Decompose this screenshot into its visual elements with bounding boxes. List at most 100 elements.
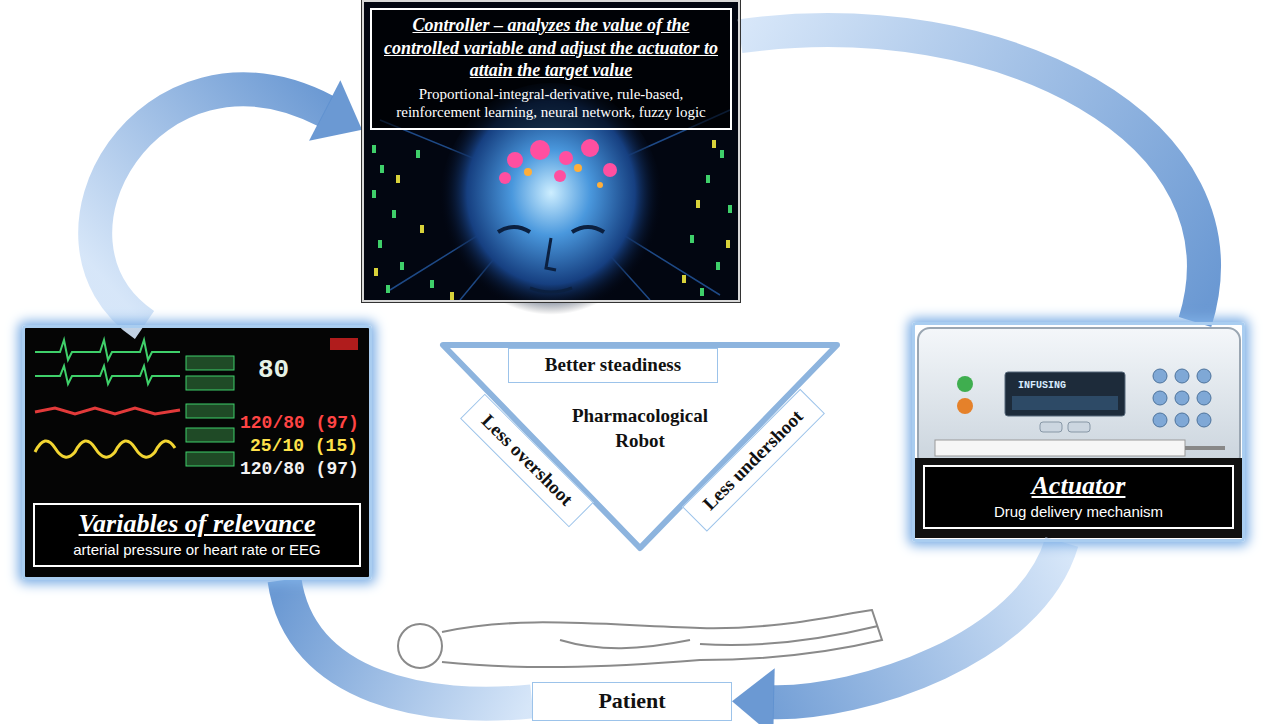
monitor-artwork bbox=[186, 428, 234, 442]
patient-figure bbox=[398, 624, 442, 668]
pump-artwork bbox=[1153, 369, 1211, 427]
pump-artwork bbox=[1068, 422, 1090, 432]
controller-artwork bbox=[400, 262, 404, 270]
panel-heading: Actuator bbox=[931, 470, 1226, 501]
controller-artwork bbox=[597, 182, 603, 188]
controller-artwork bbox=[374, 140, 730, 300]
controller-artwork bbox=[700, 288, 704, 296]
controller-artwork bbox=[716, 262, 720, 270]
pump-artwork bbox=[1197, 369, 1211, 383]
arrow-head bbox=[732, 668, 775, 724]
monitor-reading: 120/80 (97) bbox=[240, 414, 359, 434]
arrow-band bbox=[740, 30, 1204, 322]
monitor-reading: 25/10 (15) bbox=[250, 437, 358, 457]
controller-artwork bbox=[530, 140, 550, 160]
controller-artwork bbox=[372, 145, 732, 296]
controller-artwork bbox=[499, 172, 511, 184]
controller-artwork bbox=[499, 139, 617, 184]
pump-artwork bbox=[1175, 391, 1189, 405]
monitor-artwork bbox=[186, 356, 234, 370]
controller-artwork bbox=[372, 145, 376, 153]
flow-arrow bbox=[285, 580, 533, 704]
controller-artwork bbox=[706, 175, 710, 183]
monitor-artwork bbox=[35, 366, 180, 384]
controller-artwork bbox=[603, 163, 617, 177]
controller-artwork bbox=[524, 168, 532, 176]
flow-arrow bbox=[740, 30, 1204, 322]
caption-panel: ActuatorDrug delivery mechanism bbox=[923, 465, 1234, 529]
controller-artwork bbox=[380, 165, 384, 173]
pump-artwork bbox=[1175, 369, 1189, 383]
controller-artwork bbox=[416, 150, 420, 158]
monitor-reading: 120/80 (97) bbox=[240, 460, 359, 480]
monitor-artwork bbox=[186, 404, 234, 418]
controller-artwork bbox=[386, 285, 390, 293]
triangle-outline bbox=[443, 345, 837, 548]
monitor-artwork bbox=[186, 376, 234, 390]
pump-artwork bbox=[1005, 372, 1125, 416]
pump-artwork bbox=[935, 440, 1185, 456]
pump-artwork bbox=[915, 458, 1242, 538]
robot-label: Pharmacological Robot bbox=[550, 404, 730, 453]
pump-artwork bbox=[1153, 413, 1167, 427]
controller-artwork bbox=[378, 240, 382, 248]
goal-label: Better steadiness bbox=[525, 353, 701, 378]
patient-label: Patient bbox=[541, 687, 723, 716]
monitor-reading: 80 bbox=[258, 356, 289, 385]
monitor-artwork bbox=[330, 338, 358, 350]
pump-artwork bbox=[1040, 422, 1062, 432]
controller-artwork bbox=[362, 0, 740, 327]
controller-artwork bbox=[572, 227, 604, 232]
controller-artwork bbox=[430, 280, 434, 288]
controller-artwork bbox=[690, 235, 694, 243]
monitor-artwork bbox=[25, 328, 369, 577]
heading-panel: Controller – analyzes the value of the c… bbox=[370, 8, 732, 130]
controller-artwork bbox=[728, 205, 732, 213]
pump-artwork bbox=[918, 328, 1240, 468]
controller-artwork bbox=[450, 292, 454, 300]
patient-figure bbox=[442, 610, 882, 667]
arrow-band bbox=[285, 580, 533, 704]
panel-description: arterial pressure or heart rate or EEG bbox=[41, 540, 353, 560]
controller-methods: Proportional-integral-derivative, rule-b… bbox=[380, 85, 722, 123]
pump-artwork bbox=[1153, 369, 1167, 383]
pump-artwork bbox=[1175, 413, 1189, 427]
monitor-artwork bbox=[25, 328, 369, 577]
controller-artwork bbox=[726, 240, 730, 248]
controller-box: Controller – analyzes the value of the c… bbox=[362, 0, 740, 302]
pump-artwork bbox=[1185, 446, 1225, 450]
controller-artwork bbox=[396, 175, 400, 183]
arrow-band bbox=[95, 89, 325, 325]
panel-heading: Variables of relevance bbox=[41, 508, 353, 539]
pump-panel: ActuatorDrug delivery mechanism bbox=[912, 322, 1245, 542]
robot-triangle: Pharmacological RobotBetter steadinessLe… bbox=[440, 340, 840, 552]
monitor-artwork bbox=[186, 452, 234, 466]
controller-artwork bbox=[559, 151, 573, 165]
controller-artwork bbox=[392, 210, 396, 218]
flow-arrow bbox=[95, 80, 362, 325]
controller-artwork bbox=[712, 140, 716, 148]
arrow-band bbox=[773, 542, 1062, 702]
caption-panel: Variables of relevancearterial pressure … bbox=[33, 503, 361, 567]
controller-artwork bbox=[530, 288, 572, 292]
controller-artwork bbox=[507, 152, 523, 168]
arrow-head bbox=[309, 80, 362, 140]
monitor-artwork bbox=[35, 441, 175, 457]
controller-artwork bbox=[498, 227, 530, 232]
goal-box: Better steadiness bbox=[508, 348, 718, 383]
patient-figure bbox=[560, 640, 690, 648]
pump-artwork bbox=[1197, 391, 1211, 405]
controller-artwork bbox=[682, 275, 686, 283]
controller-artwork bbox=[374, 268, 378, 276]
controller-artwork bbox=[372, 190, 376, 198]
controller-artwork bbox=[696, 200, 700, 208]
patient-figure bbox=[398, 610, 882, 668]
pump-artwork bbox=[957, 376, 973, 392]
controller-artwork bbox=[554, 170, 566, 182]
flow-arrow bbox=[732, 542, 1062, 724]
pump-artwork bbox=[1153, 391, 1167, 405]
monitor-reading: INFUSING bbox=[1018, 380, 1066, 391]
controller-artwork bbox=[581, 139, 599, 157]
pump-artwork bbox=[915, 328, 1242, 538]
